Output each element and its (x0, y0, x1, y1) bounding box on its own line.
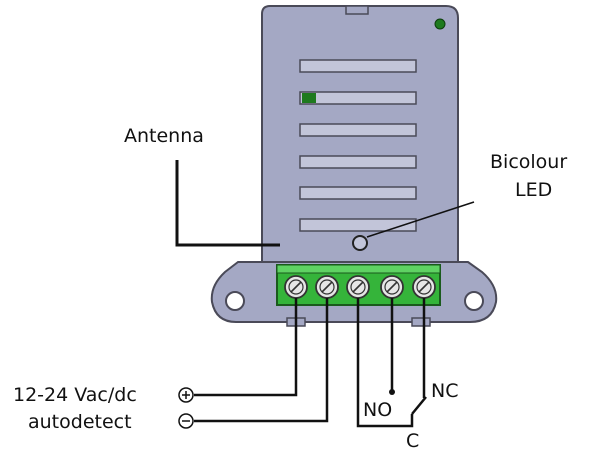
housing-top-notch (345, 5, 369, 15)
terminal-screw-icon (284, 275, 308, 299)
antenna-label: Antenna (124, 125, 204, 147)
vent-slot (299, 123, 417, 137)
mounting-hole-left (225, 291, 245, 311)
terminal-block-top (276, 264, 441, 274)
nc-label: NC (431, 380, 458, 402)
led-pointer-line (366, 201, 475, 238)
no-label: NO (363, 399, 392, 421)
c-label: C (406, 430, 419, 449)
power-wire-positive (194, 298, 298, 397)
vent-slot (299, 91, 417, 105)
bicolour-led-icon (352, 235, 368, 251)
bicolour-led-label-line1: Bicolour (490, 151, 567, 173)
relay-switch-arm (411, 396, 427, 415)
power-wire-negative (194, 298, 329, 423)
vent-slot (299, 59, 417, 73)
plus-symbol-icon (178, 387, 194, 403)
mounting-hole-right (464, 291, 484, 311)
relay-wire-common (356, 298, 414, 428)
status-led-icon (434, 18, 446, 30)
minus-symbol-icon (178, 413, 194, 429)
clip (411, 317, 431, 327)
power-label-line2: autodetect (28, 411, 132, 433)
antenna-wire (175, 160, 280, 247)
terminal-screw-icon (412, 275, 436, 299)
terminal-screw-icon (380, 275, 404, 299)
green-indicator-icon (302, 93, 316, 103)
vent-slot (299, 155, 417, 169)
relay-contact-no (389, 389, 395, 395)
vent-slot (299, 186, 417, 200)
power-label-line1: 12-24 Vac/dc (13, 384, 137, 406)
vent-slot (299, 218, 417, 232)
terminal-screw-icon (315, 275, 339, 299)
terminal-screw-icon (346, 275, 370, 299)
bicolour-led-label-line2: LED (515, 179, 552, 201)
